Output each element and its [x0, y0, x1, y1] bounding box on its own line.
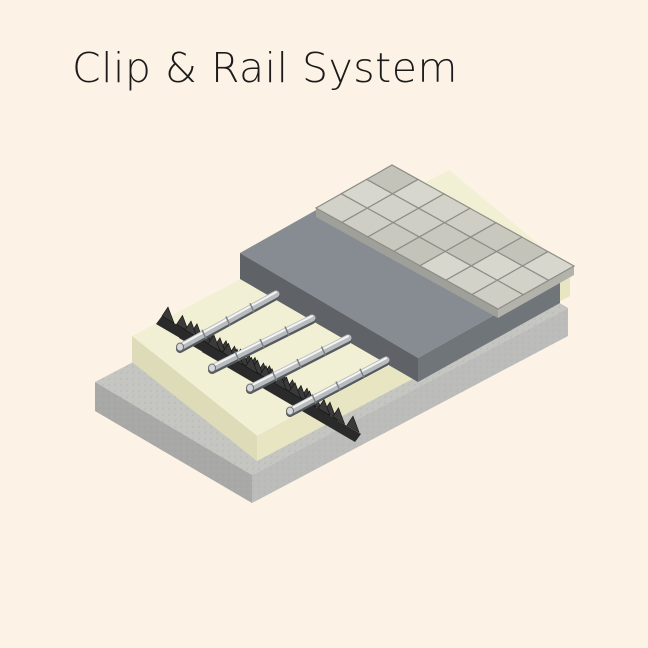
screed-layer	[240, 175, 560, 382]
heating-pipe	[208, 314, 316, 374]
heating-pipe	[286, 356, 390, 417]
floor-tile	[521, 250, 576, 282]
heating-pipe	[246, 334, 352, 394]
heating-pipe	[176, 290, 280, 353]
pipe-group	[176, 290, 390, 417]
page-title: Clip & Rail System	[72, 44, 458, 92]
tile-layer	[314, 164, 576, 318]
